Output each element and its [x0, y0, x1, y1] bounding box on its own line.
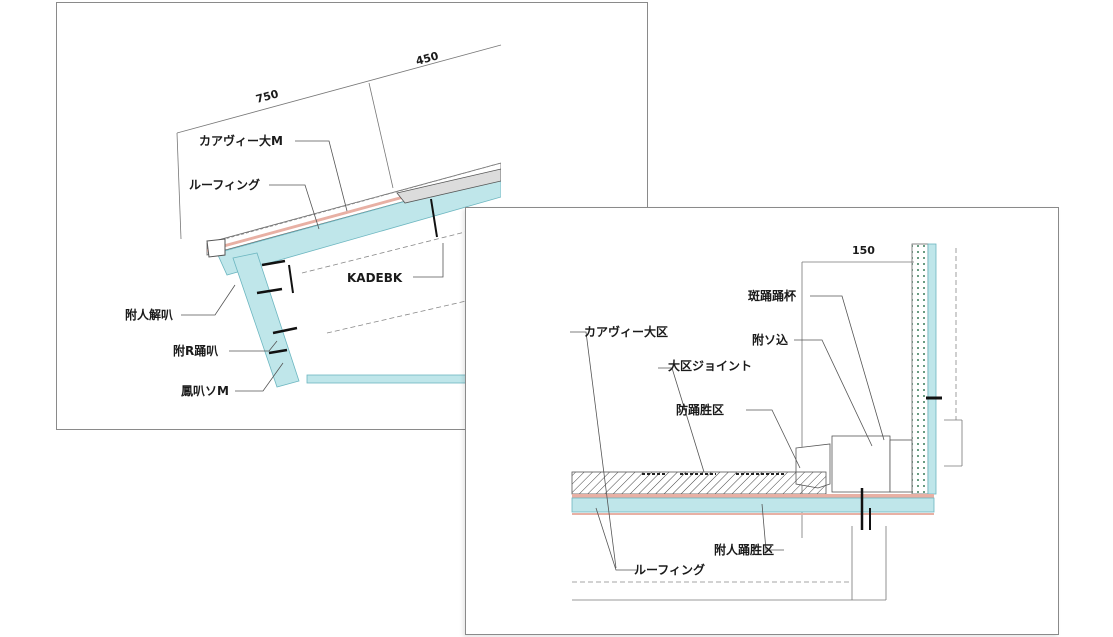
parapet-detail-drawing: 150	[570, 243, 963, 601]
parapet-detail-sheet: 150	[465, 207, 1059, 635]
label-fascia-b: 附R踊叭	[173, 343, 218, 358]
ridge-cap	[396, 168, 501, 204]
eave-detail-drawing: 750 450	[125, 44, 502, 398]
soffit-board	[306, 374, 501, 384]
label-insulation-board: 附人踊胜区	[714, 542, 774, 557]
eave-leader-lines	[181, 140, 444, 392]
upturn-edge-board	[889, 439, 913, 493]
label-roofing: ルーフィング	[189, 177, 260, 192]
fastener-1	[261, 259, 286, 267]
label-edge-board: 防踊胜区	[676, 402, 724, 417]
eave-dimension-lines	[176, 44, 502, 240]
bracket-2	[430, 198, 438, 238]
label-wall-panel: 斑踊踊杯	[748, 288, 797, 303]
label-ceiling: KADEBK	[347, 271, 403, 285]
label-joint: 大区ジョイント	[668, 358, 752, 373]
fastener-4	[268, 348, 288, 355]
label-waterproof-sheet-right: カアヴィー大区	[584, 324, 668, 339]
parapet-leader-lines	[570, 295, 885, 571]
bracket-1	[288, 264, 294, 294]
waterproof-sheet-texture	[216, 162, 501, 242]
upturn-block	[831, 435, 891, 493]
label-fascia-a: 附人解叭	[125, 307, 173, 322]
parapet-dimension-150: 150	[852, 244, 875, 257]
eave-dimension-450: 450	[414, 49, 440, 68]
protective-layer	[571, 471, 827, 495]
label-waterproof-sheet: カアヴィー大M	[199, 133, 283, 148]
wall-panel	[911, 243, 929, 495]
roof-insulation-board	[571, 497, 935, 513]
eave-edge	[206, 238, 226, 258]
fascia-insulation	[232, 252, 300, 388]
fastener-2	[256, 287, 283, 295]
label-fascia-c: 鳳叭ソM	[181, 383, 229, 398]
label-wall-sheet: 附ソ込	[752, 332, 788, 347]
wall-insulation	[927, 243, 937, 495]
eave-dimension-750: 750	[254, 87, 280, 106]
waterproof-sheet-layer	[572, 494, 934, 498]
fastener-3	[272, 326, 298, 335]
label-roofing-right: ルーフィング	[634, 562, 705, 577]
